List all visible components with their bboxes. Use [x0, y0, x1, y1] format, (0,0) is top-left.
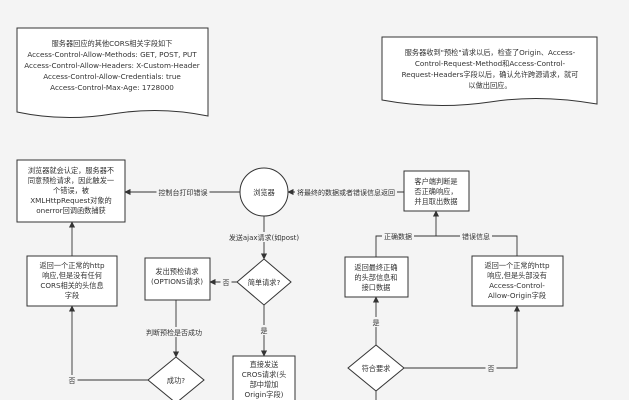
client-judge-line: 客户端判断是: [414, 177, 457, 186]
note-left-line: Access-Control-Allow-Headers: X-Custom-H…: [24, 61, 200, 70]
return-plain-line: 返回一个正常的http: [39, 261, 105, 270]
note-right-line: 服务器收到"预检"请求以后，检查了Origin、Access-: [405, 48, 576, 57]
return-correct-line: 接口数据: [362, 283, 391, 292]
edge-label-bg: [258, 325, 270, 335]
return-plain-line: 响应,但是没有任何: [42, 271, 102, 280]
client-judge-box: [403, 170, 470, 212]
edge-label-no: 否: [69, 377, 76, 385]
client-judge-line: 否正确响应，: [414, 187, 457, 196]
edge-label-bg: [485, 363, 497, 373]
edge-label-bg: [209, 232, 319, 242]
edge-label-bg: [460, 231, 492, 241]
return-correct-box: [344, 256, 409, 298]
return-plain-box: [26, 255, 118, 307]
edge-label-bg: [144, 327, 204, 337]
return-no-acao-line: 响应,但是头部没有: [487, 271, 547, 280]
note-left-line: Access-Control-Allow-Credentials: true: [43, 72, 181, 81]
return-no-acao-line: 返回一个正常的http: [484, 261, 550, 270]
edge-label-no: 否: [223, 279, 230, 287]
browser-line: 浏览器: [253, 188, 275, 197]
edge-label-judge-preflight: 判断预检是否成功: [146, 328, 202, 337]
return-no-acao-box: [471, 255, 564, 307]
direct-send-line: 部中增加: [250, 380, 279, 389]
edge-label-bg: [382, 231, 414, 241]
note-left-text: 服务器回应的其他CORS相关字段如下 Access-Control-Allow-M…: [24, 39, 200, 92]
note-right-line: Request-Headers字段以后，确认允许跨源请求，就可: [402, 70, 579, 79]
return-no-acao-line: Allow-Origin字段: [488, 291, 546, 300]
preflight-box: [144, 257, 211, 301]
success-line: 成功?: [167, 376, 185, 385]
return-no-acao-line: Access-Control-: [489, 281, 545, 290]
simple-request-line: 简单请求?: [248, 278, 281, 287]
edge-label-bg: [156, 187, 210, 197]
note-left-shape: [16, 27, 209, 119]
note-left-line: Access-Control-Max-Age: 1728000: [50, 83, 174, 92]
return-correct-line: 返回最终正确: [354, 263, 397, 272]
direct-send-line: CROS请求(头: [242, 370, 287, 379]
return-correct-line: 的头部信息和: [354, 273, 397, 282]
note-left-line: Access-Control-Allow-Methods: GET, POST,…: [27, 50, 197, 59]
preflight-line: (OPTIONS请求): [151, 277, 203, 286]
client-judge-line: 并且取出数据: [414, 197, 457, 206]
note-left-line: 服务器回应的其他CORS相关字段如下: [52, 39, 173, 48]
node-texts: 浏览器就会认定，服务器不同意预检请求，因此触发一个错误，被XMLHttpRequ…: [28, 166, 550, 399]
edge-label-bg: [66, 375, 78, 385]
edge-label-no: 否: [488, 365, 495, 373]
return-plain-line: CORS相关的头信息: [40, 281, 103, 290]
edge-label-return-data: 将最终的数据或者错误信息返回: [297, 188, 395, 197]
edge-match-to-no-acao: [404, 305, 521, 369]
edge-label-correct-data: 正确数据: [384, 232, 412, 241]
browser-refuse-line: 浏览器就会认定，服务器不: [28, 166, 114, 175]
edge-label-bg: [295, 187, 397, 197]
edge-label-bg: [370, 317, 382, 327]
browser-refuse-line: 同意预检请求，因此触发一: [28, 176, 114, 185]
success-diamond: [147, 356, 205, 400]
direct-send-line: 直接发送: [250, 360, 279, 369]
preflight-line: 发出预检请求: [155, 267, 198, 276]
edge-label-send-ajax: 发送ajax请求(如post): [229, 233, 300, 242]
browser-refuse-line: XMLHttpRequest对象的: [30, 196, 112, 205]
direct-send-line: Origin字段): [245, 390, 284, 399]
direct-send-box: [232, 355, 296, 400]
browser-refuse-line: 个错误，被: [53, 186, 89, 195]
edge-label-yes: 是: [373, 319, 380, 327]
note-right-text: 服务器收到"预检"请求以后，检查了Origin、Access- Control-R…: [402, 48, 579, 90]
browser-refuse-line: onerror回调函数捕获: [36, 206, 105, 215]
edge-success-to-plain: [68, 305, 148, 381]
edge-label-error-info: 错误信息: [462, 232, 490, 241]
edge-label-bg: [220, 277, 232, 287]
match-line: 符合要求: [362, 364, 391, 373]
note-right-shape: [381, 36, 598, 107]
note-right-line: Control-Request-Method和Access-Control-: [415, 59, 566, 68]
note-right-line: 以做出回应。: [468, 81, 511, 90]
edge-label-console-error: 控制台打印错误: [159, 188, 208, 197]
edge-label-yes: 是: [261, 327, 268, 335]
return-plain-line: 字段: [65, 291, 79, 300]
